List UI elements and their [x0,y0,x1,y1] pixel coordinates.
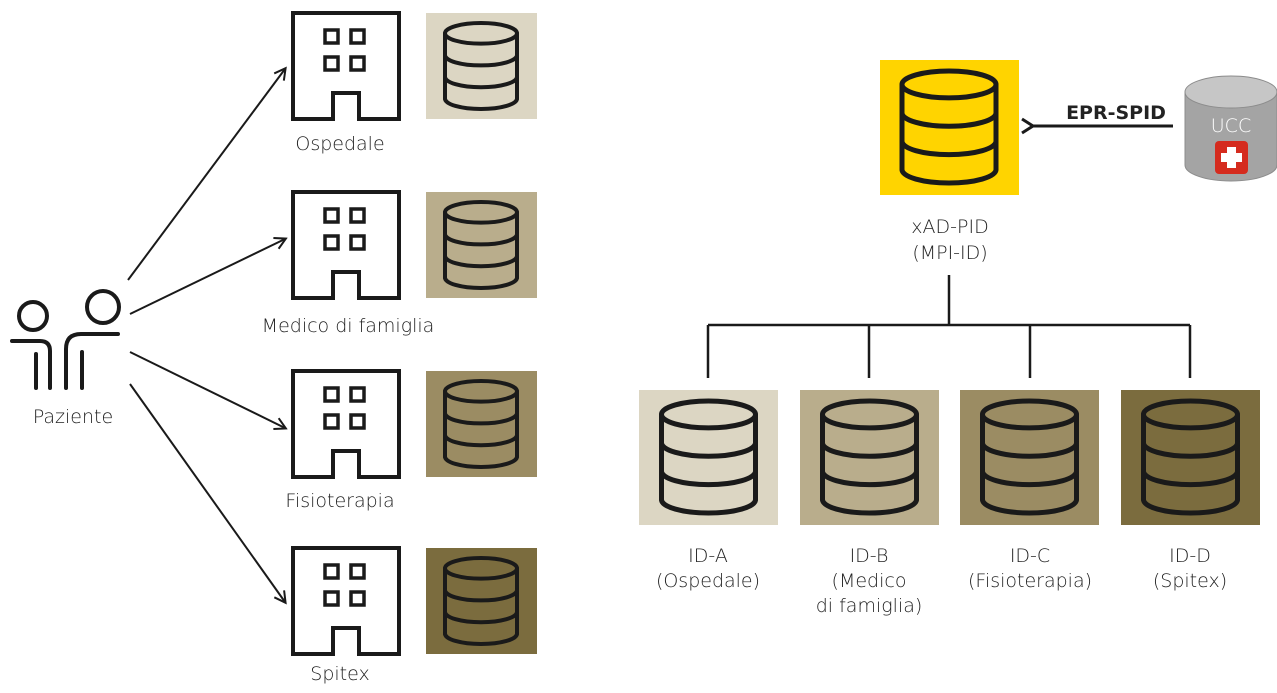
facility-label-spitex: Spitex [310,663,370,685]
tree-connectors [706,275,1192,378]
mpi-label-line2: (MPI-ID) [912,242,988,264]
local-db-id-a [639,390,778,525]
database-icon [443,556,519,646]
building-icon-0 [291,11,401,121]
ucc-label: UCC [1210,115,1252,137]
database-icon [899,68,999,186]
arrow-to-spitex [129,383,285,602]
local-db-id-d [1121,390,1260,525]
arrow-to-ospedale [127,69,285,281]
arrow-to-medico [129,239,285,315]
database-icon [820,398,919,516]
building-icon-2 [291,369,401,479]
epr-spid-label: EPR-SPID [1066,102,1166,124]
facility-db-3 [426,548,537,654]
database-icon [659,398,758,516]
facility-db-1 [426,192,537,298]
facility-db-0 [426,13,537,119]
patient-icon [10,289,121,390]
local-db-id-c [960,390,1099,525]
facility-label-medico: Medico di famiglia [261,315,435,337]
local-db-id-b [800,390,939,525]
building-icon-1 [291,190,401,300]
local-id-a-label: ID-A(Ospedale) [655,545,761,592]
mpi-database [880,60,1019,195]
facility-label-ospedale: Ospedale [295,133,385,155]
building-icon-3 [291,546,401,656]
mpi-label-line1: xAD-PID [911,216,989,238]
facility-label-fisioterapia: Fisioterapia [285,490,395,512]
arrow-to-fisioterapia [129,351,285,428]
database-icon [443,379,519,469]
ucc-database [1184,75,1277,182]
patient-arrows [127,69,285,602]
local-id-d-label: ID-D(Spitex) [1152,545,1228,592]
database-icon [443,21,519,111]
patient-label: Paziente [32,406,114,428]
database-icon [1141,398,1240,516]
database-icon [980,398,1079,516]
facility-db-2 [426,371,537,477]
database-icon [443,200,519,290]
local-id-c-label: ID-C(Fisioterapia) [967,545,1093,592]
